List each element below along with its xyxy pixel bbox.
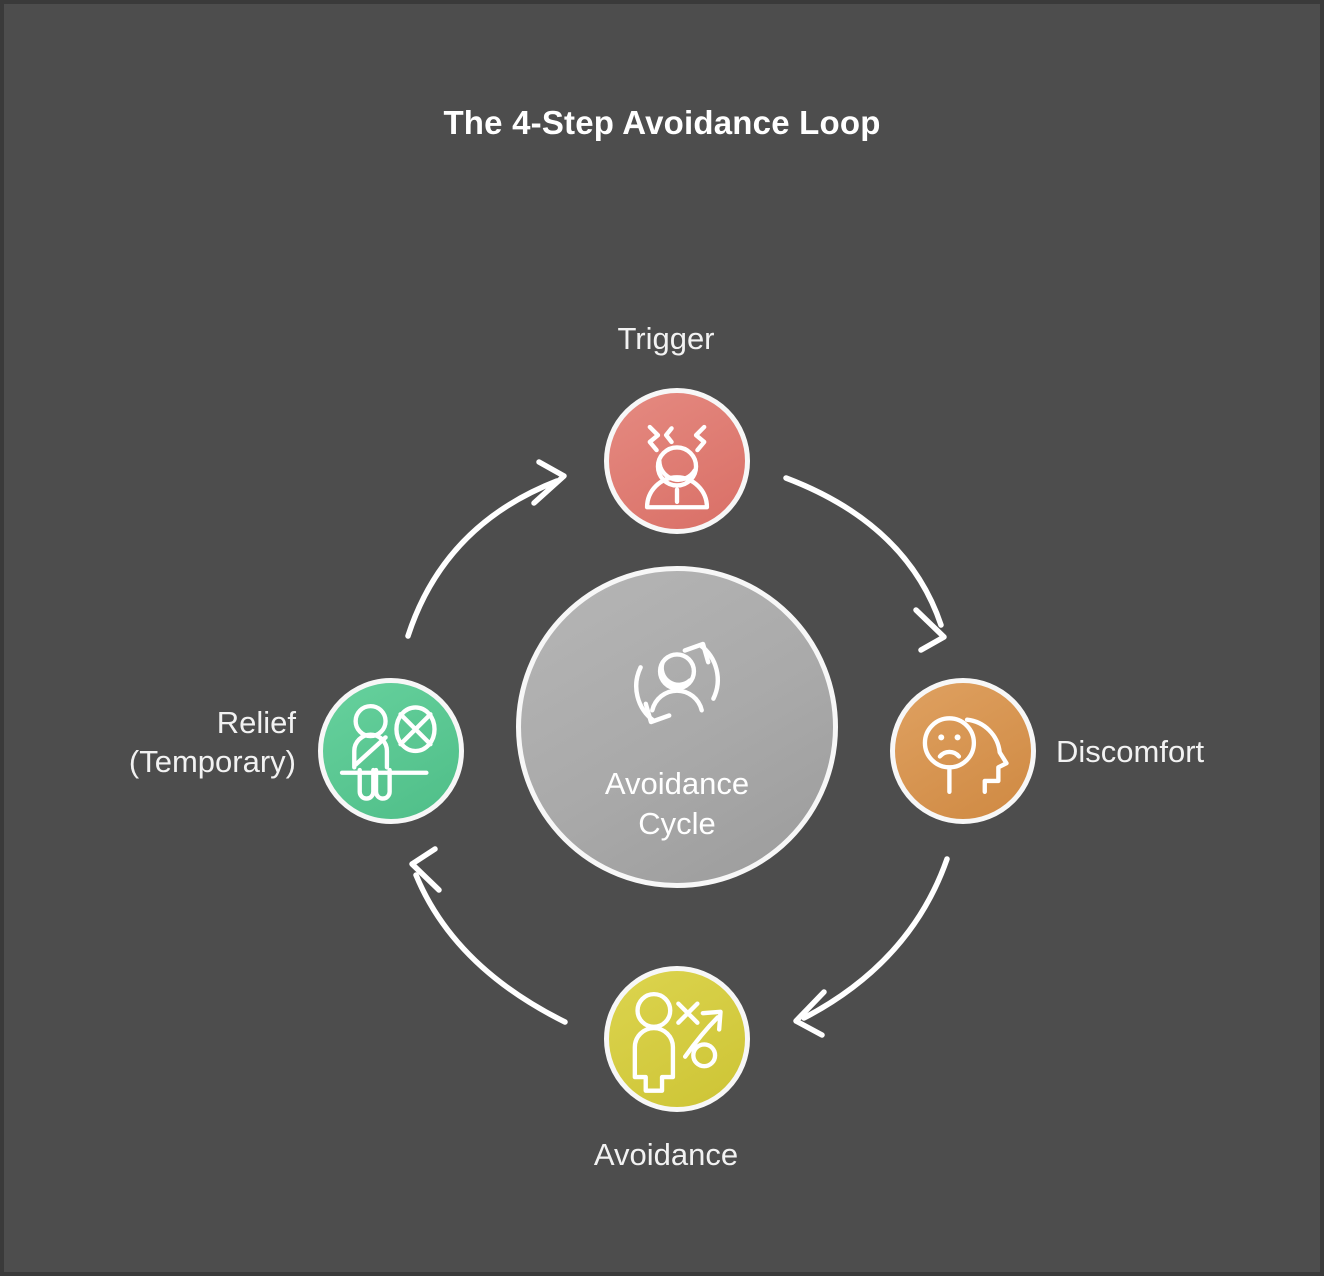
arrow-discomfort-to-avoidance (793, 856, 950, 1038)
label-relief: Relief (Temporary) (128, 705, 296, 779)
center-label: Avoidance Cycle (604, 765, 750, 841)
person-refresh-cycle-icon (634, 641, 720, 724)
node-discomfort[interactable] (890, 678, 1036, 824)
label-discomfort: Discomfort (1056, 734, 1205, 769)
arrows-layer (405, 459, 950, 1038)
center-node-avoidance-cycle[interactable]: Avoidance Cycle (516, 566, 838, 888)
label-avoidance: Avoidance (593, 1137, 739, 1172)
node-avoidance[interactable] (604, 966, 750, 1112)
arrow-avoidance-to-relief (409, 846, 568, 1025)
arrow-trigger-to-discomfort (783, 475, 947, 653)
sad-face-head-icon (922, 716, 1009, 794)
person-detour-arrow-icon (632, 991, 723, 1093)
node-trigger[interactable] (604, 388, 750, 534)
stressed-person-icon (644, 424, 710, 510)
page-title: The 4-Step Avoidance Loop (443, 104, 881, 141)
seated-person-blocked-icon (339, 703, 437, 801)
arrow-relief-to-trigger (405, 459, 567, 639)
label-trigger: Trigger (617, 321, 715, 356)
node-relief[interactable] (318, 678, 464, 824)
